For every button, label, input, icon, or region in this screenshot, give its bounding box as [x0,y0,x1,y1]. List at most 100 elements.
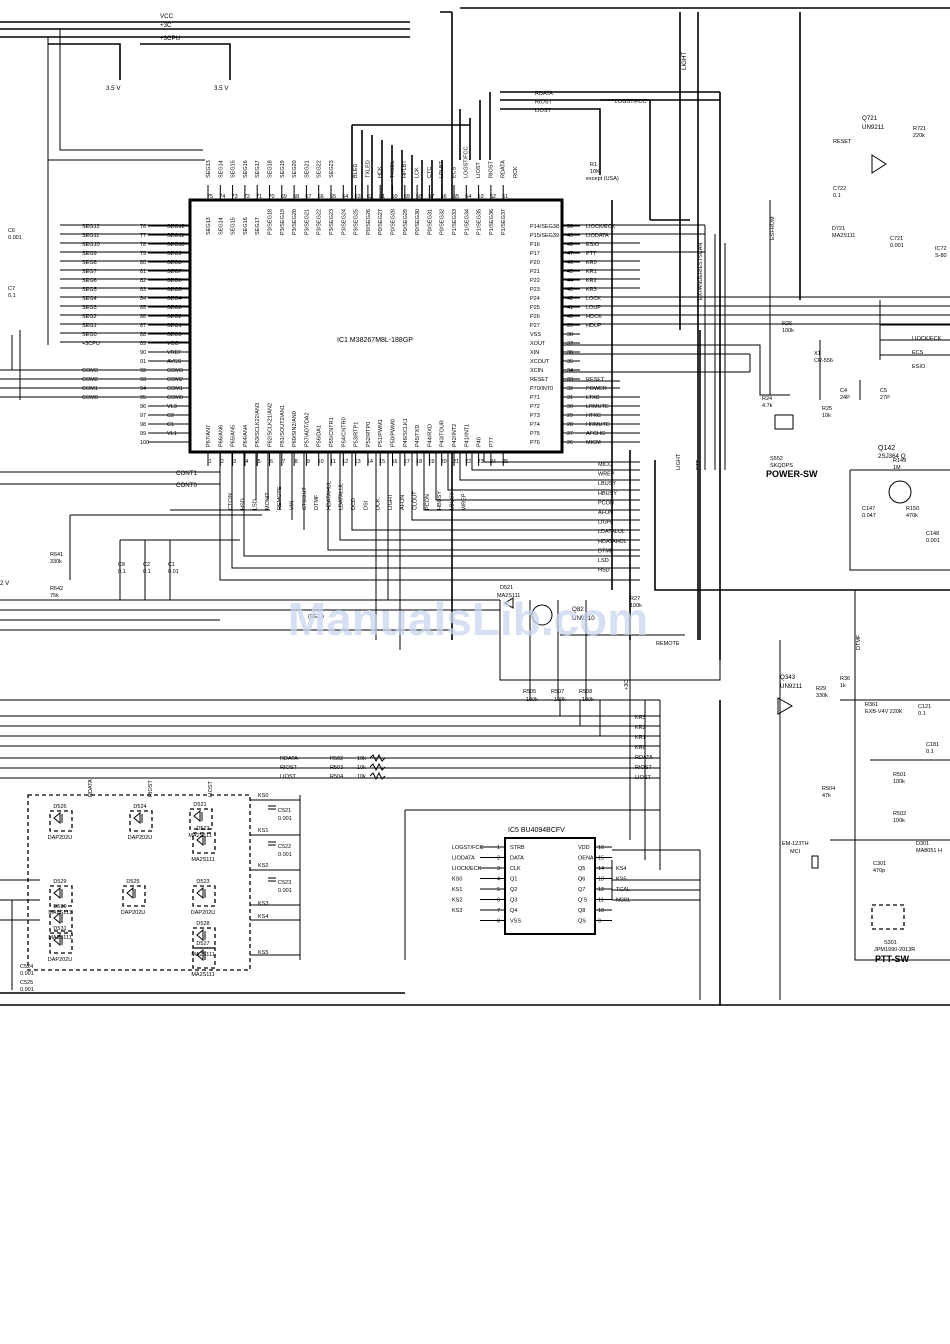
ic1-top-pin-name: P3/SEG21 [304,209,310,235]
ic1-bottom-net: LSD [253,499,259,510]
q82-ref: Q82 [572,606,584,613]
ic1-bottom-net: DCK [376,498,382,510]
ic1-bottom-net: LBUSY [449,492,455,510]
mic-symbol [811,855,819,869]
ic1-right-pin-name: RESET [530,377,549,383]
ic5-pin-number: 2 [497,856,500,862]
ic1-right-pin-number: 31 [567,395,573,401]
ic1-bottom-pin-number: 21 [453,459,459,465]
resistor-value: 10k [357,765,366,771]
rail-3cpu: +3CPU [160,35,180,42]
top-net: RIOST [535,100,552,106]
c4-value: 24P [840,395,850,401]
capacitor-ref: C522 [278,844,291,850]
ic1-left-pin-number: 89 [140,341,146,347]
ic1-top-net: SEG21 [304,160,310,178]
right-bus-net: HDATAHUL [598,539,627,545]
right-bus-net: PCON [598,500,614,506]
right-mid-net: LIOCK/ECK [912,336,942,342]
ic1-top-net: ECS [451,166,457,178]
s301-ref: S301 [884,940,897,946]
ic1-left-pin-number: 97 [140,413,146,419]
ic1-top-pin-number: 55 [453,194,459,200]
ic1-right-pin-number: 30 [567,404,573,410]
vertical-net: LIGHT [676,453,682,470]
matrix-net: RIOST [148,780,154,797]
r149-value: 1M [893,465,901,471]
ic1-left-net: SEG3 [82,305,97,311]
ic1-right-net: RESET [586,377,605,383]
diode-box [192,832,216,854]
ic1-bottom-net: LIGHT [388,493,394,510]
ic1-right-pin-number: 42 [567,296,573,302]
ic5-pin-number: 8 [497,919,500,925]
ic1-left-pin-number: 90 [140,350,146,356]
ic1-bottom-net: PCON [425,494,431,510]
kr-bus-net: RDATA [635,755,653,761]
ic1-top-net: TXSEL [390,161,396,178]
diode-part: MA2S111 [191,972,214,978]
r36-value: 1k [840,683,846,689]
r504-ref: R504 [822,786,835,792]
ic1-bottom-pin-name: P57/ADT/DA2 [304,412,310,447]
kr-bus-net: LIOST [635,775,652,781]
diode-symbol [193,809,203,823]
net-cont: CONT1 [176,470,198,477]
ic5-pin-name: STRB [510,845,525,851]
ic5-pin-name: CLK [510,866,521,872]
ic1-top-pin-name: SEG15 [231,217,237,235]
matrix-net: RDATA [88,779,94,797]
ic1-bottom-net: WREP [462,493,468,510]
ic1-top-pin-name: P1/SEG34 [464,209,470,235]
net-light: LIGHT [681,52,688,70]
rail-vcc: VCC [160,13,174,20]
c121-ref: C121 [918,704,931,710]
kr-bus-net: KR2 [635,725,646,731]
ic1-top-pin-number: 53 [478,194,484,200]
ic1-top-net: TXLED [365,160,371,178]
ic1-top-pin-name: P1/SEG37 [501,209,507,235]
net-remote: REMOTE [656,641,680,647]
r641-ref: R641 [50,552,63,558]
ic5-pin-number: 16 [598,845,604,851]
ic1-bottom-pin-number: 22 [465,459,471,465]
ic1-bottom-pin-name: P51/PWM1 [378,419,384,447]
ic5-pin-name: Q1 [510,877,517,883]
resistor-value: 100k [526,697,538,703]
diode-ref: D531 [53,926,66,932]
ic1-bottom-net: HSD [240,498,246,510]
top-net: LOGST/FCC [615,99,647,105]
ic1-right-net: LOCK [586,296,601,302]
ic1-bottom-pin-name: P42/INT2 [452,424,458,447]
c2-ref: C2 [143,562,150,568]
c2-value: 0.1 [143,569,151,575]
ic1-top-pin-name: P0/SEG29 [403,209,409,235]
ic1-right-pin-number: 50 [567,224,573,230]
net-cont: CONT0 [176,482,198,489]
ic5-pin-name: Q8 [578,908,585,914]
ic1-top-pin-number: 67 [305,194,311,200]
ic1-right-pin-name: P21 [530,269,540,275]
ic1-bottom-pin-number: 17 [404,459,410,465]
d301-ref: D301 [916,841,929,847]
ic1-bottom-pin-name: P77 [489,437,495,447]
ic1-top-pin-number: 56 [441,194,447,200]
ic1-right-pin-number: 35 [567,359,573,365]
ic1-bottom-net: MONIT [265,492,271,510]
ic1-left-pin-name: VREF [167,350,182,356]
ic1-left-pin-number: 99 [140,431,146,437]
ic1-bottom-pin-name: P53/RTP1 [354,422,360,447]
ic5-pin-number: 15 [598,856,604,862]
ic1-bottom-pin-number: 7 [282,459,285,465]
ic72-value: S-80 [935,253,947,259]
ic1-left-net: SEG1 [82,323,97,329]
s552-symbol [774,414,794,430]
ic1-right-net: HTXC [586,413,601,419]
ic1-bottom-pin-number: 13 [355,459,361,465]
q82-part: UN9210 [572,615,595,622]
ic1-bottom-pin-name: P64/AN4 [243,425,249,447]
ic1-top-pin-name: SEG14 [218,217,224,235]
ic1-left-pin-name: COM3 [167,368,183,374]
